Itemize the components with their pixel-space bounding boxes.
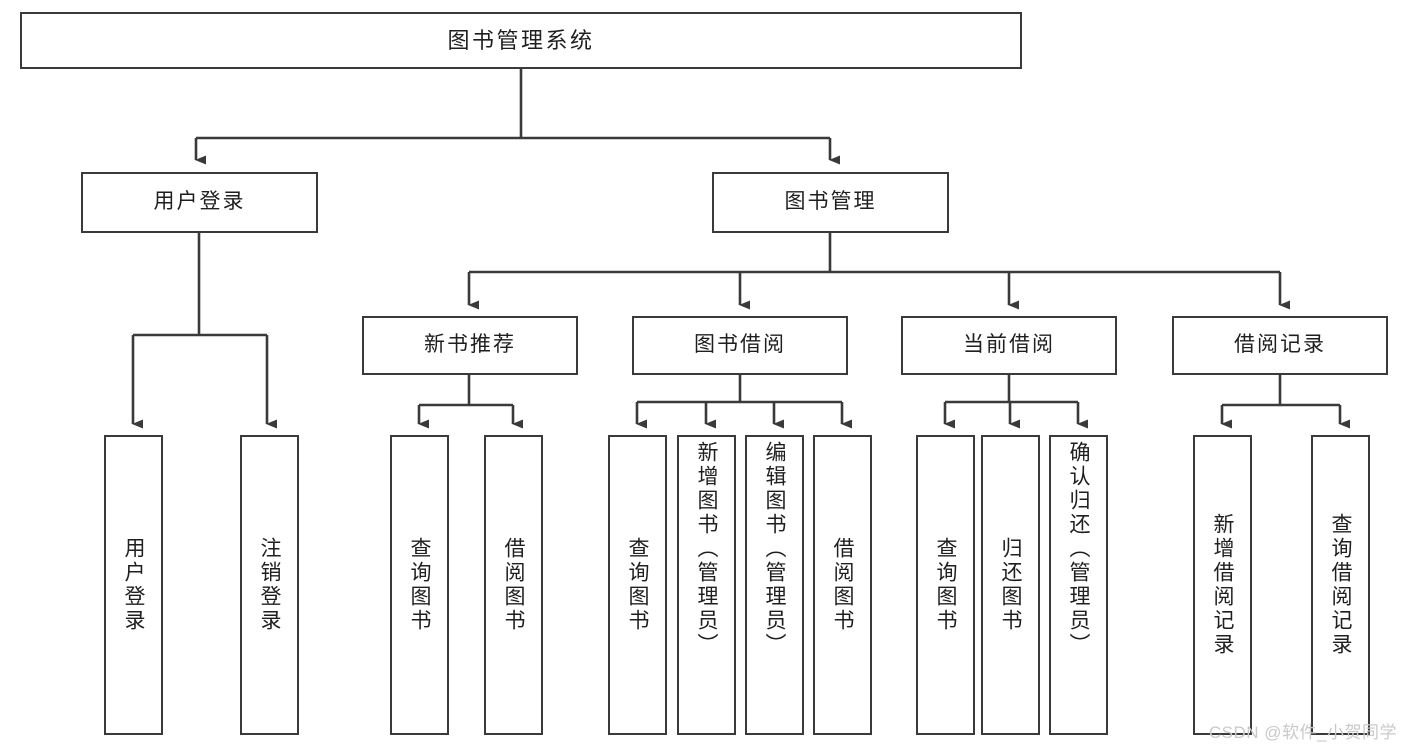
node-label: 注销登录 [258,537,281,633]
node-book-manage[interactable]: 图书管理 [712,172,949,233]
leaf-borrow-book-1[interactable]: 借阅图书 [484,435,543,735]
node-borrow-record[interactable]: 借阅记录 [1172,316,1388,375]
node-label: 借阅记录 [1234,333,1326,357]
node-root-system[interactable]: 图书管理系统 [20,12,1022,69]
leaf-borrow-book-2[interactable]: 借阅图书 [813,435,872,735]
leaf-edit-book[interactable]: 编辑图书（管理员） [745,435,804,735]
leaf-return-book[interactable]: 归还图书 [981,435,1040,735]
node-label: 新书推荐 [424,333,516,357]
node-label: 查询借阅记录 [1329,513,1352,657]
node-label: 借阅图书 [831,537,854,633]
leaf-add-book[interactable]: 新增图书（管理员） [677,435,736,735]
node-label: 当前借阅 [963,333,1055,357]
node-label: 新增借阅记录 [1211,513,1234,657]
node-user-login[interactable]: 用户登录 [81,172,318,233]
leaf-query-book-2[interactable]: 查询图书 [608,435,667,735]
node-label: 归还图书 [999,537,1022,633]
watermark-text: CSDN @软件_小贺同学 [1208,723,1397,742]
leaf-add-record[interactable]: 新增借阅记录 [1193,435,1252,735]
leaf-query-record[interactable]: 查询借阅记录 [1311,435,1370,735]
node-book-borrow[interactable]: 图书借阅 [632,316,848,375]
node-label: 图书管理系统 [447,27,595,53]
node-label: 用户登录 [153,190,246,214]
node-label: 确认归还（管理员） [1067,441,1090,657]
leaf-query-book-1[interactable]: 查询图书 [390,435,449,735]
leaf-query-book-3[interactable]: 查询图书 [916,435,975,735]
node-current-borrow[interactable]: 当前借阅 [901,316,1117,375]
leaf-confirm-return[interactable]: 确认归还（管理员） [1049,435,1108,735]
node-label: 查询图书 [626,537,649,633]
node-label: 新增图书（管理员） [695,441,718,657]
leaf-user-login[interactable]: 用户登录 [104,435,163,735]
node-new-book-recommend[interactable]: 新书推荐 [362,316,578,375]
leaf-logout-login[interactable]: 注销登录 [240,435,299,735]
node-label: 查询图书 [934,537,957,633]
node-label: 查询图书 [408,537,431,633]
node-label: 编辑图书（管理员） [763,441,786,657]
node-label: 借阅图书 [502,537,525,633]
node-label: 图书借阅 [694,333,786,357]
node-label: 图书管理 [784,190,877,214]
node-label: 用户登录 [122,537,145,633]
